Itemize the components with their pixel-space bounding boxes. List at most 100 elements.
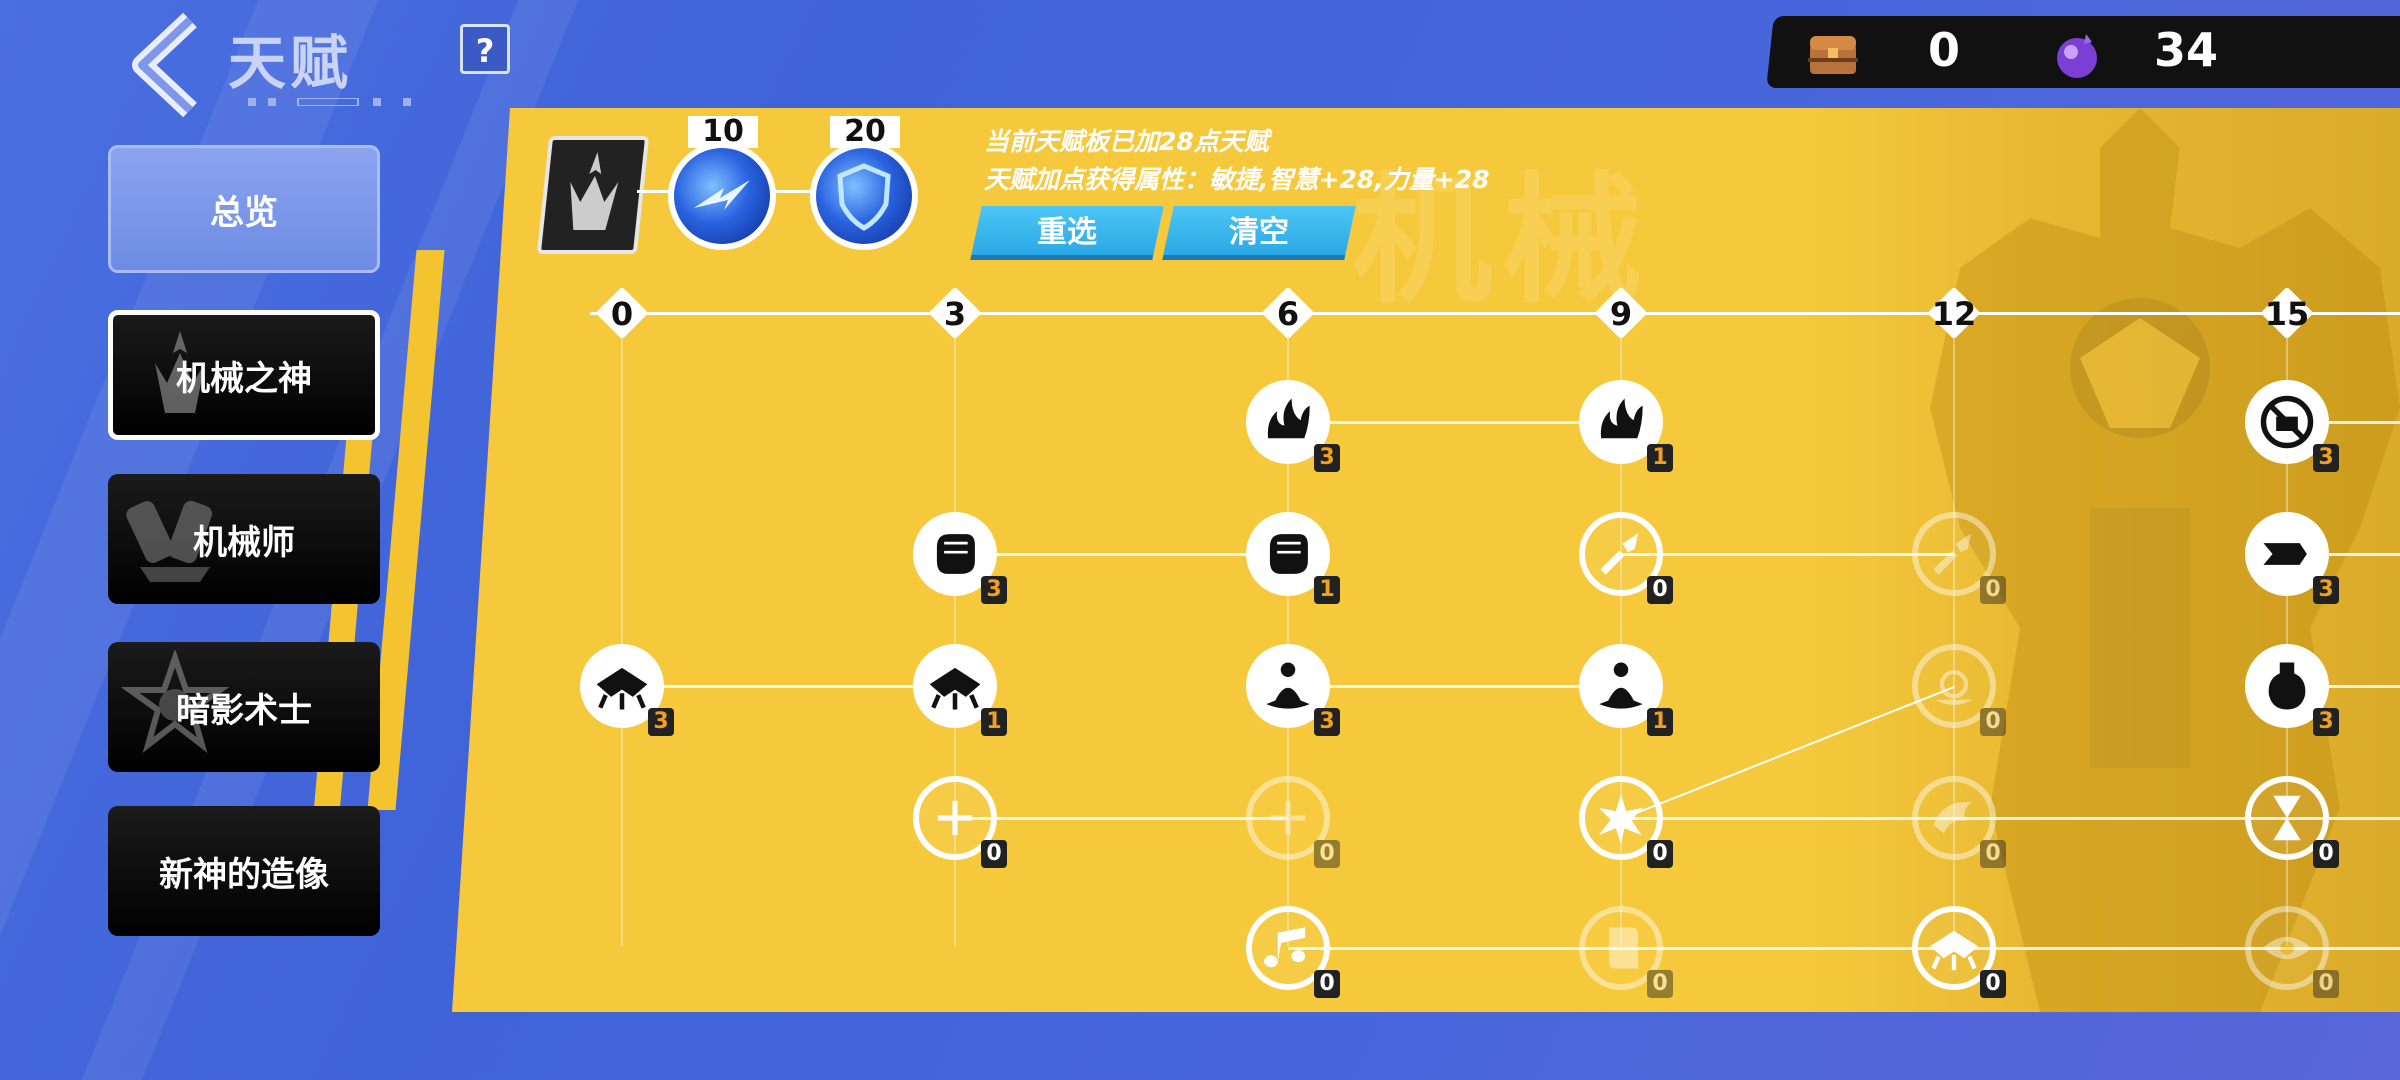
tier-column-line — [621, 336, 623, 946]
talent-node[interactable]: 3 — [2245, 644, 2339, 736]
reset-button[interactable]: 重选 — [970, 206, 1164, 260]
help-button[interactable]: ? — [460, 24, 510, 74]
tab-shadow-warlock[interactable]: 暗影术士 — [108, 642, 380, 772]
talent-node[interactable]: 0 — [1579, 776, 1673, 868]
talent-node[interactable]: 0 — [1912, 512, 2006, 604]
clear-button-label: 清空 — [1229, 215, 1289, 250]
scroll-icon — [1609, 927, 1639, 969]
talent-node[interactable]: 0 — [1579, 906, 1673, 998]
talent-connector — [1954, 817, 2287, 820]
tier-label: 6 — [1276, 295, 1300, 333]
tier-marker: 0 — [595, 286, 649, 340]
dash-icon — [2263, 543, 2307, 565]
shadow-star-icon — [120, 650, 230, 754]
tier-label: 3 — [943, 295, 967, 333]
clear-button[interactable]: 清空 — [1162, 206, 1356, 260]
tier-label: 9 — [1609, 295, 1633, 333]
gear-trident-icon — [596, 667, 648, 710]
talent-node[interactable]: 3 — [2245, 512, 2339, 604]
talent-board: 机械 — [452, 108, 2400, 1012]
back-arrow-icon[interactable] — [120, 10, 210, 120]
forbidden-fist-icon — [2260, 395, 2314, 449]
talent-node-count: 1 — [981, 708, 1007, 736]
talent-node-ring — [913, 776, 997, 860]
cannon-icon — [126, 500, 213, 582]
tab-mech-god-label: 机械之神 — [176, 358, 312, 399]
talent-node-count: 0 — [1980, 970, 2006, 998]
talent-connector — [2287, 553, 2400, 556]
talent-connector — [2287, 685, 2400, 688]
talent-node[interactable]: 0 — [1579, 512, 1673, 604]
tier-marker: 3 — [928, 286, 982, 340]
meditation-icon — [1266, 662, 1310, 709]
talent-connector — [2287, 947, 2400, 950]
fist-icon — [936, 534, 975, 574]
talent-node[interactable]: 3 — [913, 512, 1007, 604]
talent-connector — [1288, 421, 1621, 424]
talent-connector — [1288, 947, 1621, 950]
talent-node[interactable]: 0 — [1912, 644, 2006, 736]
talent-node-count: 0 — [2313, 840, 2339, 868]
talent-connector — [2287, 421, 2400, 424]
talent-node[interactable]: 1 — [1246, 512, 1340, 604]
talent-node-ring — [1912, 776, 1996, 860]
talent-node[interactable]: 3 — [1246, 644, 1340, 736]
talent-node[interactable]: 3 — [1246, 380, 1340, 472]
talent-connector — [1954, 947, 2287, 950]
talent-node[interactable]: 3 — [580, 644, 674, 736]
talent-node-count: 0 — [981, 840, 1007, 868]
tab-shadow-warlock-label: 暗影术士 — [176, 690, 312, 731]
talent-node[interactable]: 0 — [1912, 776, 2006, 868]
crystal-count: 34 — [2154, 23, 2219, 77]
talent-connector — [622, 685, 955, 688]
talent-connector — [1621, 947, 1954, 950]
talent-node[interactable]: 0 — [2245, 776, 2339, 868]
treasure-chest-icon — [1808, 36, 1858, 74]
talent-node[interactable]: 0 — [2245, 906, 2339, 998]
skill-orb-1[interactable] — [668, 142, 776, 250]
talent-node[interactable]: 0 — [1246, 906, 1340, 998]
talent-node[interactable]: 1 — [1579, 380, 1673, 472]
talent-node-ring — [1246, 776, 1330, 860]
reset-button-label: 重选 — [1037, 215, 1097, 250]
talent-node-ring — [1579, 512, 1663, 596]
talent-node-count: 3 — [2313, 708, 2339, 736]
tab-mechanic[interactable]: 机械师 — [108, 474, 380, 604]
talent-node-count: 3 — [648, 708, 674, 736]
eye-icon — [2263, 936, 2311, 960]
talent-node-ring — [2245, 776, 2329, 860]
tier-track — [590, 312, 2400, 315]
talent-node-count: 0 — [1647, 840, 1673, 868]
talent-node[interactable]: 0 — [1912, 906, 2006, 998]
talent-node-ring — [580, 644, 664, 728]
talent-node[interactable]: 0 — [913, 776, 1007, 868]
tab-new-god-statue[interactable]: 新神的造像 — [108, 806, 380, 936]
talent-node[interactable]: 3 — [2245, 380, 2339, 472]
talent-node[interactable]: 1 — [1579, 644, 1673, 736]
tier-column-line — [1953, 336, 1955, 946]
talent-node-count: 0 — [1314, 840, 1340, 868]
talent-node-count: 0 — [1980, 840, 2006, 868]
talent-node-ring — [2245, 644, 2329, 728]
talent-node-count: 0 — [1980, 708, 2006, 736]
talent-node-count: 1 — [1647, 444, 1673, 472]
talent-node-ring — [2245, 906, 2329, 990]
talent-node[interactable]: 1 — [913, 644, 1007, 736]
talent-node[interactable]: 0 — [1246, 776, 1340, 868]
talent-attributes-info: 天赋加点获得属性：敏捷,智慧+28,力量+28 — [984, 165, 1490, 194]
trident-crown-icon — [570, 152, 619, 230]
tab-overview[interactable]: 总览 — [108, 145, 380, 273]
tab-overview-label: 总览 — [210, 192, 278, 233]
tier-column-line — [1287, 336, 1289, 946]
talent-connector — [2287, 817, 2400, 820]
fist-icon — [1269, 534, 1308, 574]
skill-orb-2[interactable] — [810, 142, 918, 250]
lightning-hand-icon — [694, 180, 750, 210]
tab-mech-god[interactable]: 机械之神 — [108, 310, 380, 440]
broken-sword-icon — [1600, 533, 1639, 575]
tier-column-line — [954, 336, 956, 946]
explosion-icon — [1598, 794, 1644, 844]
flame-claw-icon — [1600, 398, 1643, 439]
talent-node-count: 1 — [1314, 576, 1340, 604]
talent-node-count: 3 — [1314, 444, 1340, 472]
